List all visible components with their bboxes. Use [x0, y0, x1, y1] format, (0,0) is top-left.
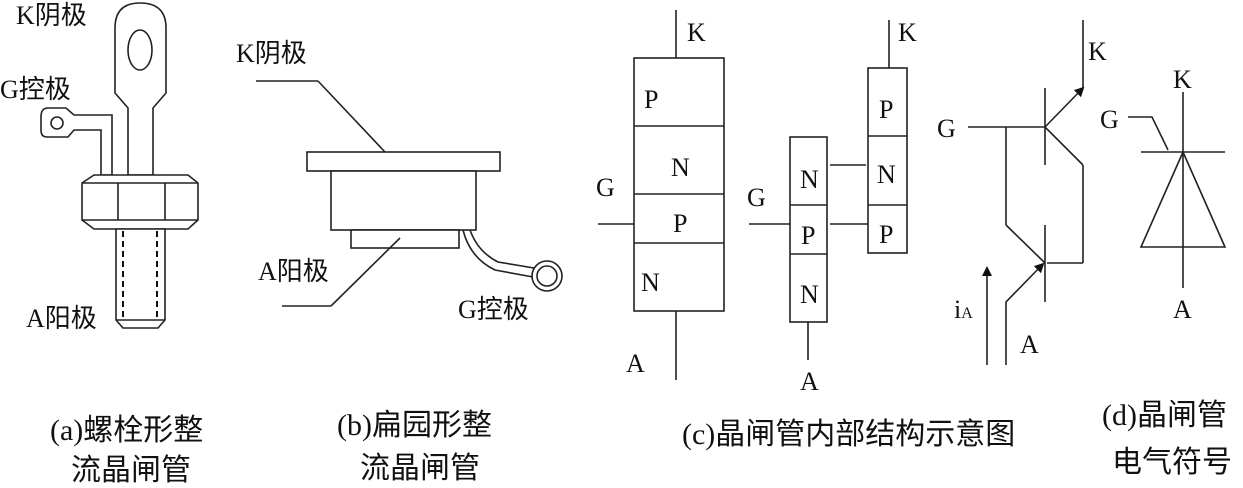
model-a-label: A — [1020, 330, 1039, 359]
panel-c-caption: (c)晶闸管内部结构示意图 — [682, 418, 1015, 451]
symbol-gate-lead — [1128, 116, 1169, 151]
stack-k-label: K — [687, 18, 706, 47]
symbol-a-label: A — [1173, 295, 1192, 324]
pnp-k-label: K — [898, 18, 917, 47]
npn-layer-2: P — [801, 221, 815, 250]
stack-layer-3: P — [673, 209, 687, 238]
model-current-label: iA — [954, 295, 973, 324]
disc-body — [330, 170, 477, 231]
anode-plate — [350, 229, 460, 249]
cathode-plate — [306, 151, 501, 172]
gate-ring-inner — [536, 265, 558, 287]
panel-a-gate-label: G控极 — [0, 75, 71, 104]
gate-ring-outer — [531, 260, 563, 292]
symbol-g-label: G — [1100, 105, 1119, 134]
pnpn-stack: K G A P N P N — [596, 10, 725, 380]
stack-a-label: A — [626, 349, 645, 378]
npn-layer-1: N — [800, 165, 819, 194]
gate-lead-hole — [50, 116, 64, 130]
panel-d-thyristor-symbol: K G A (d)晶闸管 电气符号 — [1100, 65, 1232, 479]
stack-layer-4: N — [641, 268, 660, 297]
split-pnp: K P N P — [830, 18, 917, 254]
panel-a-anode-label: A阳极 — [26, 304, 97, 333]
panel-b-gate-label: G控极 — [458, 295, 529, 324]
panel-b-caption-line2: 流晶闸管 — [360, 452, 480, 485]
panel-b-cathode-label: K阴极 — [236, 39, 307, 68]
panel-a-caption-line2: 流晶闸管 — [71, 454, 191, 487]
pnp-layer-3: P — [879, 220, 893, 249]
symbol-k-label: K — [1173, 65, 1192, 94]
npn-a-label: A — [800, 367, 819, 396]
panel-b-disc-thyristor: K阴极 A阳极 G控极 (b)扁园形整 流晶闸管 — [236, 39, 563, 485]
symbol-triangle — [1139, 150, 1227, 248]
panel-a-stud-thyristor: K阴极 G控极 A阳极 (a)螺栓形整 流晶闸管 — [0, 1, 203, 487]
npn-g-label: G — [747, 183, 766, 212]
panel-a-cathode-label: K阴极 — [16, 1, 87, 30]
cathode-lug — [114, 2, 167, 176]
gate-lead — [40, 107, 113, 176]
panel-a-caption-line1: (a)螺栓形整 — [50, 414, 203, 447]
hex-nut — [81, 174, 199, 230]
stack-layer-2: N — [671, 153, 690, 182]
two-transistor-model: G K A iA — [937, 20, 1107, 365]
gate-lead — [462, 229, 534, 278]
model-g-label: G — [937, 114, 956, 143]
pnp-layer-2: N — [877, 160, 896, 189]
panel-d-caption-line2: 电气符号 — [1112, 446, 1232, 479]
npn-layer-3: N — [800, 280, 819, 309]
pnp-layer-1: P — [879, 95, 893, 124]
model-k-label: K — [1088, 37, 1107, 66]
panel-b-anode-label: A阳极 — [258, 257, 329, 286]
split-npn: G A N P N — [747, 136, 828, 396]
panel-b-caption-line1: (b)扁园形整 — [337, 409, 492, 442]
panel-d-caption-line1: (d)晶闸管 — [1102, 399, 1227, 432]
lug-hole — [127, 29, 153, 71]
stack-layer-1: P — [644, 85, 658, 114]
stack-g-label: G — [596, 173, 615, 202]
panel-c-internal-structure: K G A P N P N G A N P N — [596, 10, 1107, 451]
